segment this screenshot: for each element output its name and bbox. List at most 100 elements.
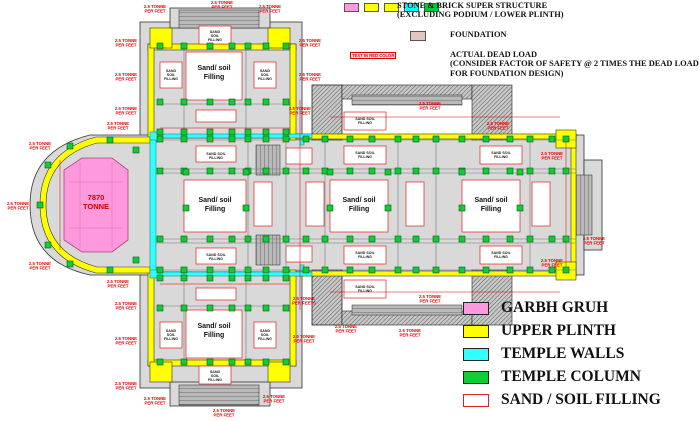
temple-column xyxy=(506,235,514,243)
temple-column xyxy=(156,167,164,175)
temple-column xyxy=(548,235,556,243)
temple-column xyxy=(106,266,114,274)
swatch-plinth-a xyxy=(364,3,379,12)
temple-column xyxy=(262,235,270,243)
temple-column xyxy=(394,135,402,143)
temple-column xyxy=(482,266,490,274)
temple-column xyxy=(206,128,214,136)
temple-column xyxy=(228,98,236,106)
temple-column xyxy=(244,42,252,50)
temple-column xyxy=(66,142,74,150)
temple-column xyxy=(432,167,440,175)
temple-column xyxy=(228,304,236,312)
temple-column xyxy=(242,204,250,212)
temple-column xyxy=(156,358,164,366)
temple-column xyxy=(180,266,188,274)
temple-column xyxy=(228,135,236,143)
temple-column xyxy=(282,135,290,143)
temple-column xyxy=(156,304,164,312)
temple-column xyxy=(282,167,290,175)
temple-column xyxy=(482,167,490,175)
temple-column xyxy=(44,161,52,169)
temple-column xyxy=(562,167,570,175)
temple-column xyxy=(526,135,534,143)
temple-column xyxy=(302,266,310,274)
temple-column xyxy=(180,98,188,106)
temple-column xyxy=(302,235,310,243)
swatch-walls xyxy=(404,3,419,12)
temple-column xyxy=(156,135,164,143)
temple-column xyxy=(180,128,188,136)
temple-column xyxy=(262,128,270,136)
temple-column xyxy=(228,274,236,282)
temple-column xyxy=(132,146,140,154)
temple-column xyxy=(206,304,214,312)
dead-load-label: ACTUAL DEAD LOAD (CONSIDER FACTOR OF SAF… xyxy=(450,50,699,78)
temple-column xyxy=(156,266,164,274)
temple-column xyxy=(326,168,334,176)
temple-column xyxy=(346,235,354,243)
temple-column xyxy=(206,358,214,366)
temple-column xyxy=(506,135,514,143)
temple-column xyxy=(562,235,570,243)
temple-column xyxy=(228,167,236,175)
temple-column xyxy=(282,128,290,136)
temple-column xyxy=(44,241,52,249)
temple-column xyxy=(516,204,524,212)
legend-swatch xyxy=(463,348,489,361)
temple-column xyxy=(206,98,214,106)
temple-column xyxy=(548,135,556,143)
temple-column xyxy=(326,204,334,212)
temple-column xyxy=(282,235,290,243)
temple-column xyxy=(156,42,164,50)
temple-column xyxy=(206,42,214,50)
temple-column xyxy=(262,167,270,175)
hatched-areas xyxy=(178,9,593,406)
temple-column xyxy=(384,168,392,176)
temple-column xyxy=(228,42,236,50)
temple-column xyxy=(282,266,290,274)
legend-label: SAND / SOIL FILLING xyxy=(501,391,661,408)
temple-column xyxy=(548,167,556,175)
temple-column xyxy=(244,235,252,243)
temple-column xyxy=(262,274,270,282)
temple-column xyxy=(394,167,402,175)
temple-column xyxy=(526,167,534,175)
temple-column xyxy=(321,235,329,243)
temple-column xyxy=(412,167,420,175)
temple-column xyxy=(562,135,570,143)
temple-column xyxy=(482,135,490,143)
temple-column xyxy=(228,235,236,243)
legend-label: UPPER PLINTH xyxy=(501,322,616,339)
temple-column xyxy=(346,167,354,175)
temple-column xyxy=(526,266,534,274)
temple-column xyxy=(180,358,188,366)
temple-column xyxy=(180,42,188,50)
superstructure-label: STONE & BRICK SUPER STRUCTURE (EXCLUDING… xyxy=(397,1,564,20)
temple-column xyxy=(368,266,376,274)
